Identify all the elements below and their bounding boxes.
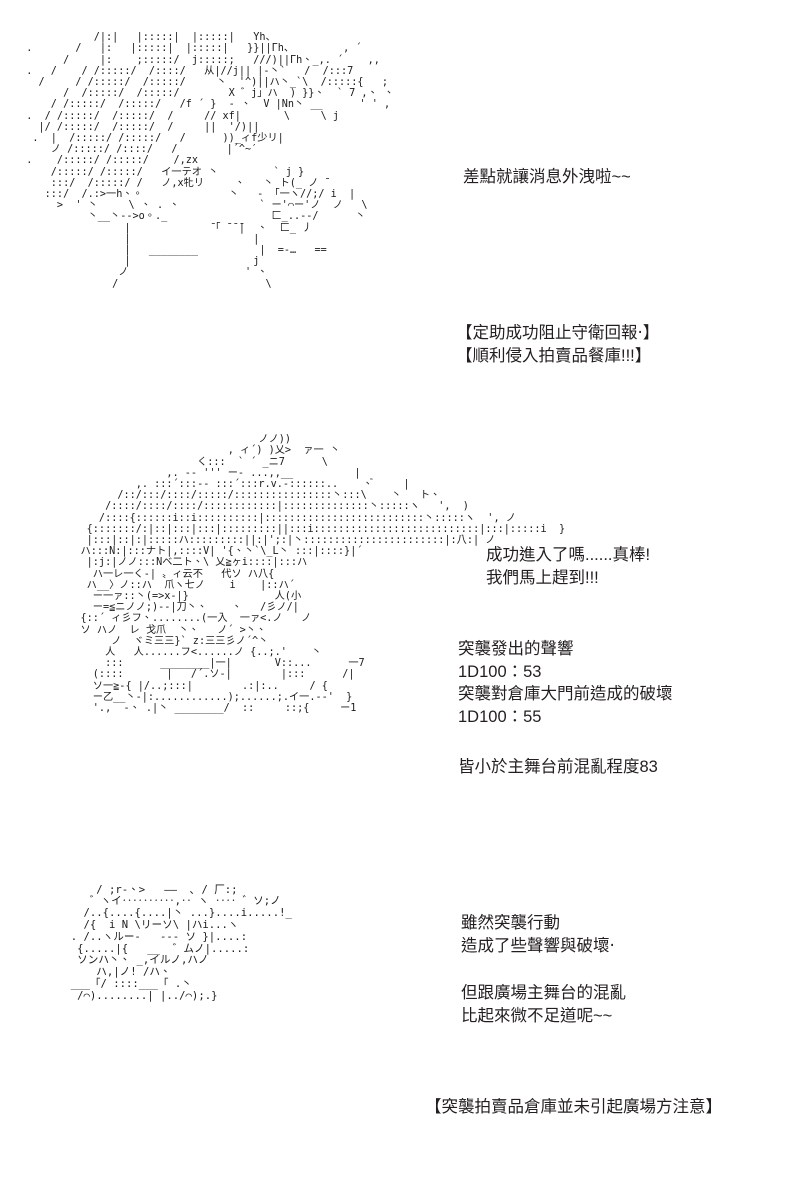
line-notice: 【突襲拍賣品倉庫並未引起廣場方注意】 bbox=[425, 1098, 722, 1116]
line-report: 【定助成功阻止守衛回報‧】 【順利侵入拍賣品餐庫!!!】 bbox=[456, 324, 660, 365]
line-dice-rolls: 突襲發出的聲響 1D100：53 突襲對倉庫大門前造成的破壞 1D100：55 bbox=[458, 640, 673, 726]
ascii-art-character-bottom: / ;r‐、> ―― ､ / 厂:; ゛ヽイ‥‥‥‥‥,‥ ヽ ‥‥ ゛ソ;ノ … bbox=[70, 883, 292, 1002]
line-but-plaza: 但跟廣場主舞台的混亂 比起來微不足道呢~~ bbox=[461, 984, 626, 1025]
ascii-art-character-top: /|:| |:::::| |:::::| Yh、 . / |: |:::::| … bbox=[26, 32, 395, 290]
line-compare: 皆小於主舞台前混亂程度83 bbox=[458, 758, 658, 776]
ascii-art-character-middle: ノノ)) , ィ´) )乂> ァ一 丶 く::: ` ´ _ニ7 \ ,. -‐… bbox=[80, 434, 566, 715]
line-though: 雖然突襲行動 造成了些聲響與破壞‧ bbox=[461, 914, 615, 955]
line-entered: 成功進入了嗎......真棒! 我們馬上趕到!!! bbox=[486, 546, 651, 587]
line-leak: 差點就讓消息外洩啦~~ bbox=[463, 168, 631, 186]
